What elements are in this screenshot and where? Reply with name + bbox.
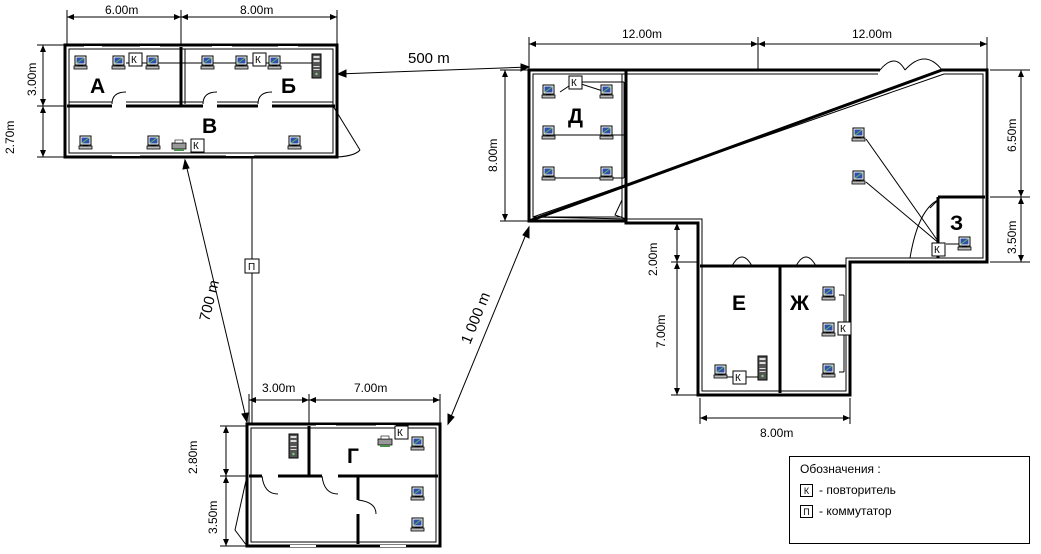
dim-top-g-right: 7.00m: [354, 381, 387, 395]
dim-right-lower: 3.50m: [1005, 221, 1019, 254]
repeater-label: К: [193, 141, 199, 152]
computer-icon: [541, 125, 556, 140]
computer-icon: [541, 166, 556, 181]
building-d-e-zh-z: [527, 58, 989, 397]
dim-left-g-lower: 3.50m: [206, 501, 220, 534]
dim-right-upper: 6.50m: [1005, 119, 1019, 152]
computer-icon: [599, 166, 614, 181]
computer-icon: [957, 236, 972, 251]
computer-icon: [410, 517, 425, 532]
computer-icon: [851, 127, 866, 142]
dim-left-d: 8.00m: [486, 139, 500, 172]
computer-icon: [78, 135, 93, 150]
computer-icon: [851, 170, 866, 185]
repeater-box: К: [568, 75, 583, 90]
server-icon: [311, 53, 322, 79]
repeater-box: К: [931, 242, 946, 257]
computer-icon: [287, 135, 302, 150]
distance-ab-to-d: 500 m: [408, 50, 450, 67]
switch-label: П: [248, 262, 255, 273]
dim-top-e: 12.00m: [852, 27, 892, 41]
dim-left-g-upper: 2.80m: [186, 441, 200, 474]
legend-switch-desc: - коммутатор: [819, 504, 892, 518]
server-icon: [757, 355, 768, 381]
network-links: [126, 62, 960, 426]
computer-icon: [821, 363, 836, 378]
room-label-d: Д: [568, 105, 583, 128]
dim-left-a: 3.00m: [25, 63, 39, 96]
legend-title: Обозначения :: [800, 462, 881, 476]
repeater-box: К: [128, 52, 143, 67]
computer-icon: [713, 364, 728, 379]
repeater-box: К: [252, 52, 267, 67]
dim-top-g-left: 3.00m: [262, 381, 295, 395]
legend-repeater-desc: - повторитель: [819, 483, 896, 497]
dimension-lines: [37, 10, 1030, 547]
repeater-label: К: [131, 55, 137, 66]
repeater-label: К: [397, 428, 403, 439]
switch-box: П: [244, 258, 260, 274]
dim-top-b: 8.00m: [240, 3, 273, 17]
room-label-v: В: [202, 115, 217, 138]
computer-icon: [410, 436, 425, 451]
dim-left-e: 7.00m: [654, 315, 668, 348]
computer-icon: [821, 286, 836, 301]
dim-top-a: 6.00m: [105, 3, 138, 17]
repeater-box: К: [394, 425, 409, 440]
printer-icon: [377, 435, 393, 448]
repeaters: К К К К К К К К: [128, 52, 946, 440]
computer-icon: [599, 125, 614, 140]
building-abv: [63, 43, 361, 159]
printer-icon: [171, 139, 187, 152]
server-icon: [288, 433, 299, 459]
computer-icon: [111, 55, 126, 70]
dim-gap-e: 2.00m: [646, 243, 660, 276]
repeater-label: К: [571, 78, 577, 89]
legend-switch-row: П - коммутатор: [800, 504, 892, 518]
distance-g-to-d: 1 000 m: [458, 290, 494, 347]
computer-icon: [234, 55, 249, 70]
computer-icon: [200, 55, 215, 70]
legend-repeater-row: К - повторитель: [800, 483, 896, 497]
computer-icon: [541, 84, 556, 99]
computer-icon: [599, 84, 614, 99]
repeater-box: К: [190, 138, 205, 153]
room-label-a: А: [90, 75, 105, 98]
repeater-box: К: [837, 321, 852, 336]
dimension-arrows: [40, 14, 1024, 546]
distance-v-to-g: 700 m: [196, 278, 223, 323]
room-label-b: Б: [281, 75, 296, 98]
repeater-box: К: [732, 370, 747, 385]
repeater-label: К: [255, 55, 261, 66]
repeater-label: К: [934, 245, 940, 256]
computer-icon: [821, 322, 836, 337]
repeater-label: К: [735, 373, 741, 384]
legend-switch-symbol: П: [800, 504, 813, 518]
room-label-g: Г: [347, 445, 359, 468]
building-g: [234, 422, 442, 548]
legend: Обозначения : К - повторитель П - коммут…: [789, 456, 1030, 544]
dim-bottom-e: 8.00m: [760, 426, 793, 440]
room-label-e: Е: [732, 292, 746, 315]
repeater-label: К: [840, 324, 846, 335]
legend-repeater-symbol: К: [800, 483, 813, 497]
room-label-z: З: [950, 212, 963, 235]
computer-icon: [267, 55, 282, 70]
room-label-zh: Ж: [789, 292, 810, 315]
dim-left-v: 2.70m: [3, 121, 17, 154]
computer-icon: [145, 55, 160, 70]
dim-top-d: 12.00m: [622, 27, 662, 41]
computer-icon: [73, 55, 88, 70]
computer-icon: [146, 135, 161, 150]
computer-icon: [410, 486, 425, 501]
